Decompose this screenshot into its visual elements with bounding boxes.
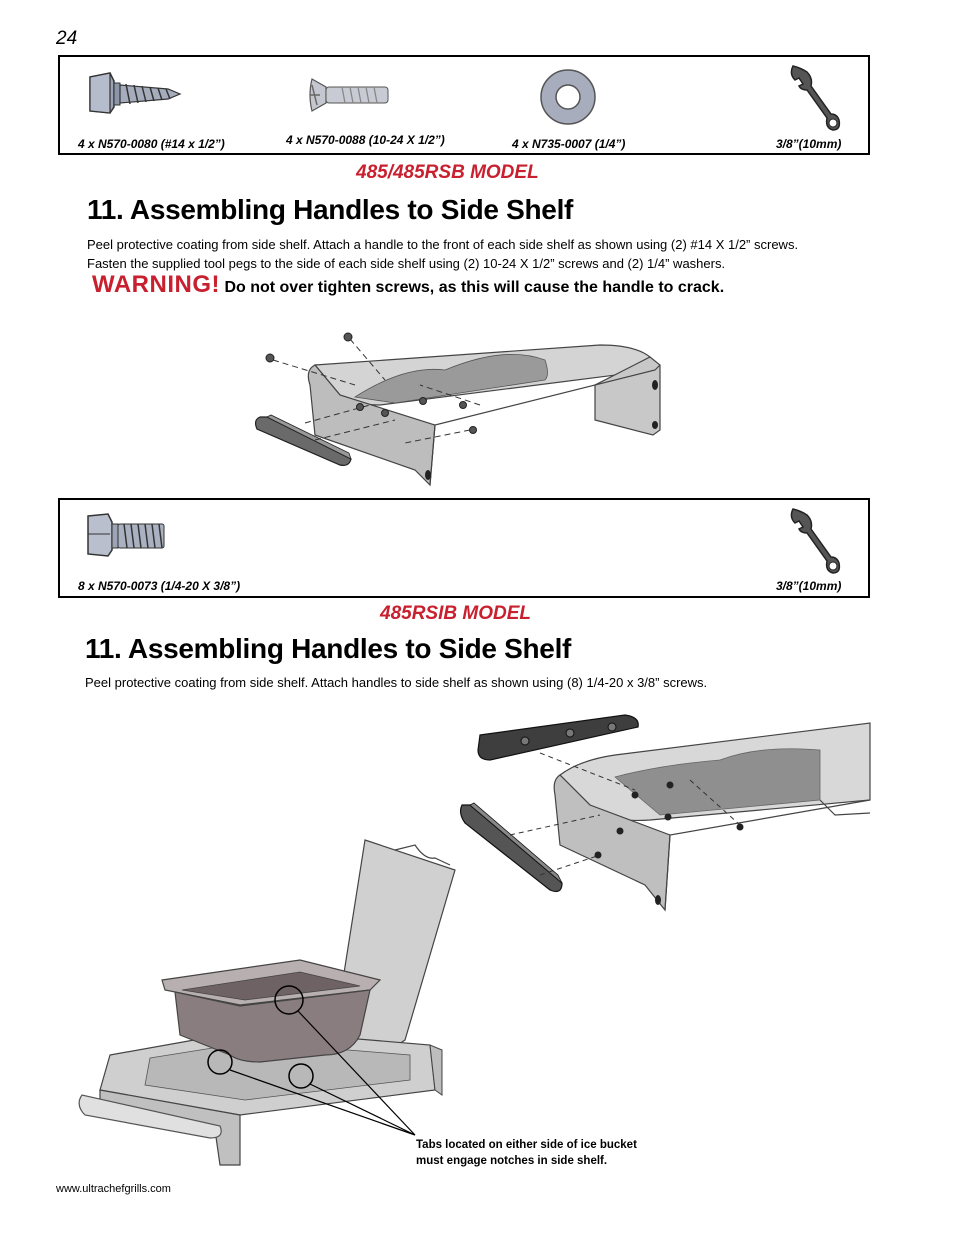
wrench-icon <box>790 508 841 574</box>
hardware-label-3: 4 x N735-0007 (1/4”) <box>512 137 626 151</box>
ice-bucket-note-line-2: must engage notches in side shelf. <box>416 1155 608 1167</box>
hardware-box-1: 4 x N570-0080 (#14 x 1/2”) 4 x N570-0088… <box>58 55 870 155</box>
washer-icon <box>540 69 596 125</box>
model-heading-2: 485RSIB MODEL <box>380 603 531 624</box>
side-shelf-handle-diagram <box>254 332 661 487</box>
hardware-label-1: 4 x N570-0080 (#14 x 1/2”) <box>78 137 225 151</box>
hardware-box-2: 8 x N570-0073 (1/4-20 X 3/8”) 3/8”(10mm) <box>58 498 870 598</box>
flat-head-screw-icon <box>309 78 389 112</box>
hardware-label-6: 3/8”(10mm) <box>776 579 842 593</box>
warning-label: WARNING! <box>92 271 220 298</box>
hex-bolt-icon <box>87 513 165 557</box>
instruction-text-2: Peel protective coating from side shelf.… <box>85 675 708 690</box>
warning-text: Do not over tighten screws, as this will… <box>224 279 725 296</box>
hardware-label-4: 3/8”(10mm) <box>776 137 842 151</box>
hardware-label-5: 8 x N570-0073 (1/4-20 X 3/8”) <box>78 579 241 593</box>
page-number: 24 <box>56 28 78 49</box>
hardware-label-2: 4 x N570-0088 (10-24 X 1/2”) <box>286 133 445 147</box>
section-title-1: 11. Assembling Handles to Side Shelf <box>87 194 574 225</box>
hex-wood-screw-icon <box>89 72 182 114</box>
footer-url: www.ultrachefgrills.com <box>56 1183 171 1195</box>
instruction-text-1a: Peel protective coating from side shelf.… <box>87 237 799 252</box>
rsib-handle-assembly-diagram <box>459 714 871 912</box>
ice-bucket-note-line-1: Tabs located on either side of ice bucke… <box>416 1139 637 1151</box>
section-title-2: 11. Assembling Handles to Side Shelf <box>85 633 572 664</box>
wrench-icon <box>790 65 841 131</box>
model-heading-1: 485/485RSB MODEL <box>356 162 539 183</box>
warning-line: WARNING! Do not over tighten screws, as … <box>92 271 724 299</box>
instruction-text-1b: Fasten the supplied tool pegs to the sid… <box>87 256 726 271</box>
ice-bucket-diagram <box>78 839 456 1166</box>
